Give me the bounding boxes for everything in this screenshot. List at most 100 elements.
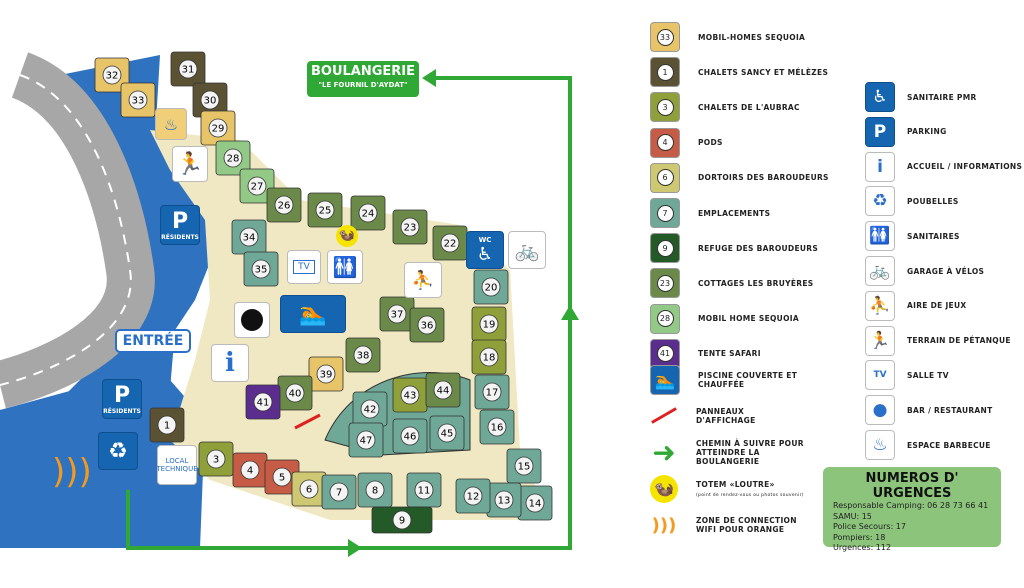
plot-number-badge [272,467,292,487]
plot-number: 35 [255,265,268,276]
legend-item: 6Dortoirs des Baroudeurs [650,162,829,193]
plot-number-badge [206,449,226,469]
plot-27: 27 [239,168,275,204]
wc-label: WC [478,235,492,244]
bakery-subtitle: "LE FOURNIL D'AYDAT" [318,81,408,89]
playground-icon: ⛹ [404,262,442,298]
legend-sample-number: 7 [656,204,674,222]
plot-number: 7 [336,488,342,499]
legend-swatch: 1 [650,57,680,88]
plot-number-badge [463,486,483,506]
legend-facility: ● Bar / Restaurant [865,395,993,426]
legend-swatch: 23 [650,268,680,299]
display-board-icon [650,402,678,430]
legend-facility: 🏃Terrain de pétanque [865,325,1011,356]
barbecue-icon: ♨ [865,430,895,460]
plot-number-badge [400,217,420,237]
plot-number-badge [315,200,335,220]
plot-number: 11 [418,486,431,497]
plot-number: 36 [421,321,434,332]
legend-label: Chalets Sancy et Mélèzes [698,67,829,77]
bakery-path [126,76,572,550]
plot-number: 45 [441,429,454,440]
legend-label: Aire de jeux [907,301,967,311]
plot-number-badge [353,345,373,365]
legend-facility: iAccueil / Informations [865,151,1023,182]
plot-32: 32 [94,57,130,93]
plot-number-badge [208,118,228,138]
restaurant-icon: ● [865,395,895,426]
legend-sample-number: 3 [656,98,674,116]
plot-number: 34 [243,233,256,244]
legend-sample-number: 33 [656,28,674,46]
display-board [294,413,321,430]
wifi-icon: ))) [52,452,92,492]
plot-5: 5 [264,459,300,495]
legend-label: PANNEAUX D'AFFICHAGE [696,406,756,425]
plot-number: 27 [251,182,264,193]
emergency-line: Police Secours: 17 [833,522,906,531]
legend-label: Terrain de pétanque [907,336,1011,346]
plot-number-badge [356,430,376,450]
legend-label: Accueil / Informations [907,162,1023,172]
legend-label: Bar / Restaurant [907,405,993,415]
accessible-wc-icon: WC♿ [466,231,504,269]
plot-number: 4 [247,466,253,477]
legend-item: 1 Chalets Sancy et Mélèzes [650,57,829,88]
legend-swatch: 33 [650,22,680,52]
plot-number: 6 [306,485,312,496]
accessible-icon: ♿ [865,82,895,112]
parking-icon: P [865,116,895,147]
swimming-pool-icon: 🏊 [650,365,680,395]
legend-label: MOBIL-HOMES SEQUOIA [698,32,806,42]
legend-item: 7Emplacements [650,198,770,228]
path-arrowhead [561,305,579,320]
legend-item: 4Pods [650,127,723,158]
legend-sample-number: 41 [656,345,674,363]
plot-number: 14 [529,499,542,510]
plot-number: 13 [498,496,511,507]
plot-number: 3 [213,455,219,466]
plot-43: 43 [392,377,428,413]
legend-sample-number: 9 [656,239,674,257]
plot-number-badge [479,314,499,334]
bakery-label: BOULANGERIE "LE FOURNIL D'AYDAT" [307,61,419,97]
plot-number-badge [102,65,122,85]
legend-facility: ⛹Aire de jeux [865,290,967,321]
plot-number: 5 [279,473,285,484]
legend-label: TENTE SAFARI [698,349,761,359]
plot-1: 1 [149,407,185,443]
technical-room-label: LOCAL TECHNIQUE [156,445,198,485]
plot-15: 15 [506,448,542,484]
plot-47: 47 [348,422,384,458]
plot-number-badge [487,417,507,437]
plot-number-badge [251,259,271,279]
otter-totem-icon: 🦦 [336,225,358,247]
plot-13: 13 [486,482,522,518]
plot-number-badge [223,148,243,168]
plot-number: 1 [164,421,170,432]
plot-number: 46 [404,432,417,443]
plot-16: 16 [479,409,515,445]
plot-number: 32 [106,71,119,82]
plot-37: 37 [379,296,415,332]
path-arrowhead [422,69,436,87]
legend-facility: 🚻Sanitaires [865,221,960,252]
recycle-icon: ♻ [865,186,895,217]
plot-number-badge [417,315,437,335]
wifi-icon: ))) [651,514,677,536]
plot-number: 9 [399,516,405,527]
plot-number-badge [316,364,336,384]
legend-label: Sanitaires [907,231,960,241]
plot-number-badge [481,277,501,297]
legend-swatch: 28 [650,303,680,334]
legend-label: Parking [907,127,947,137]
plot-number: 31 [182,65,195,76]
legend-item: 33 MOBIL-HOMES SEQUOIA [650,22,805,52]
plot-23: 23 [392,209,428,245]
tv-label: TV [293,260,315,274]
legend-label: Pods [698,138,723,148]
emergency-line: SAMU: 15 [833,511,872,521]
plot-14: 14 [517,485,553,521]
plot-number: 41 [257,398,270,409]
